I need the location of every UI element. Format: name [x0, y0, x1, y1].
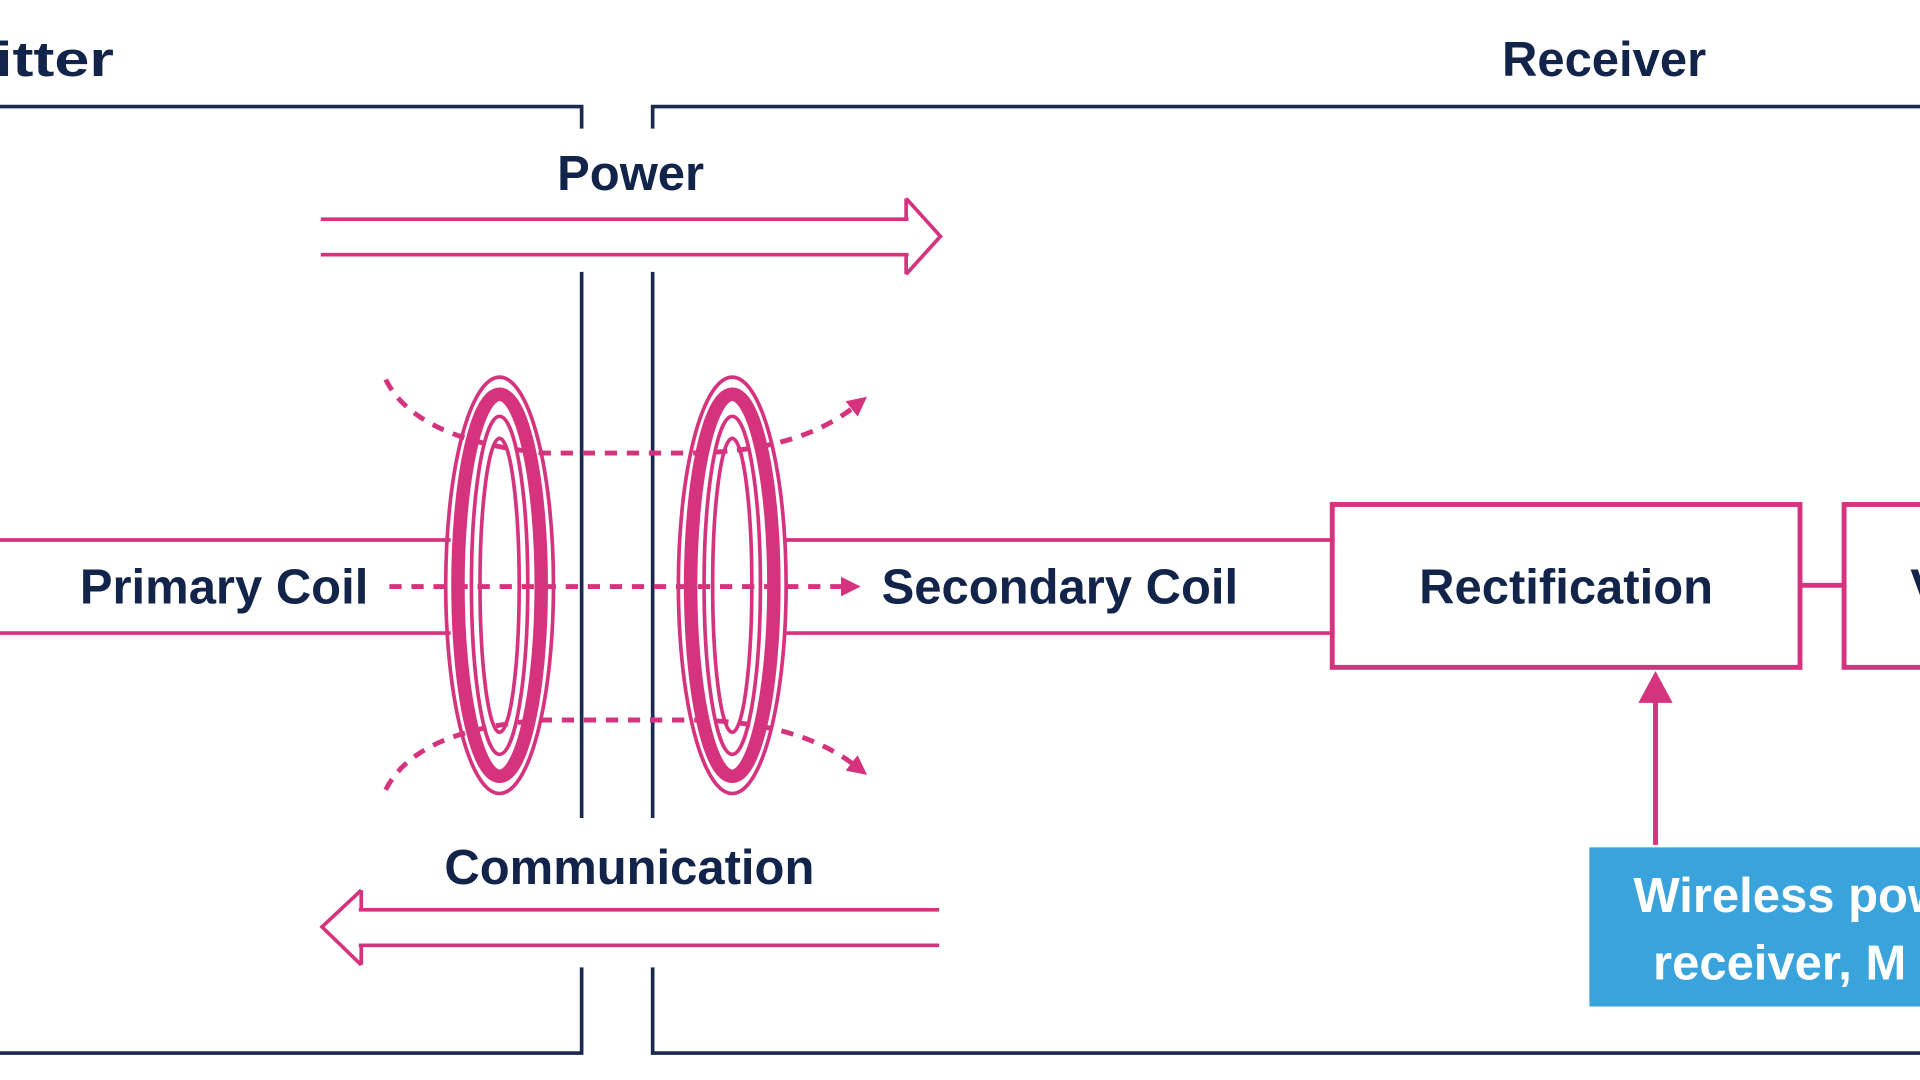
power-label: Power	[557, 147, 704, 201]
callout-line-2: receiver, M	[1653, 937, 1906, 991]
receiver-frame	[650, 104, 1920, 1055]
wireless-power-receiver-callout	[1589, 847, 1920, 1007]
rectification-block	[1329, 502, 1803, 670]
transmitter-label: Transmitter	[0, 33, 114, 87]
receiver-label: Receiver	[1502, 33, 1706, 87]
secondary-coil	[676, 375, 788, 796]
primary-coil-band	[0, 538, 451, 635]
primary-coil-label: Primary Coil	[80, 561, 368, 615]
secondary-coil-band	[786, 538, 1333, 635]
next-block-label: V	[1910, 561, 1920, 615]
rectification-label: Rectification	[1419, 561, 1713, 615]
secondary-coil-label: Secondary Coil	[882, 561, 1238, 615]
communication-arrow	[319, 888, 940, 967]
transmitter-frame	[0, 104, 584, 1055]
callout-arrowhead	[1638, 671, 1673, 703]
primary-coil	[443, 375, 556, 796]
next-block	[1841, 502, 1920, 670]
interface-wall	[579, 271, 655, 818]
communication-label: Communication	[444, 841, 814, 895]
callout-line-1: Wireless power	[1633, 869, 1920, 923]
power-arrow	[320, 197, 943, 276]
